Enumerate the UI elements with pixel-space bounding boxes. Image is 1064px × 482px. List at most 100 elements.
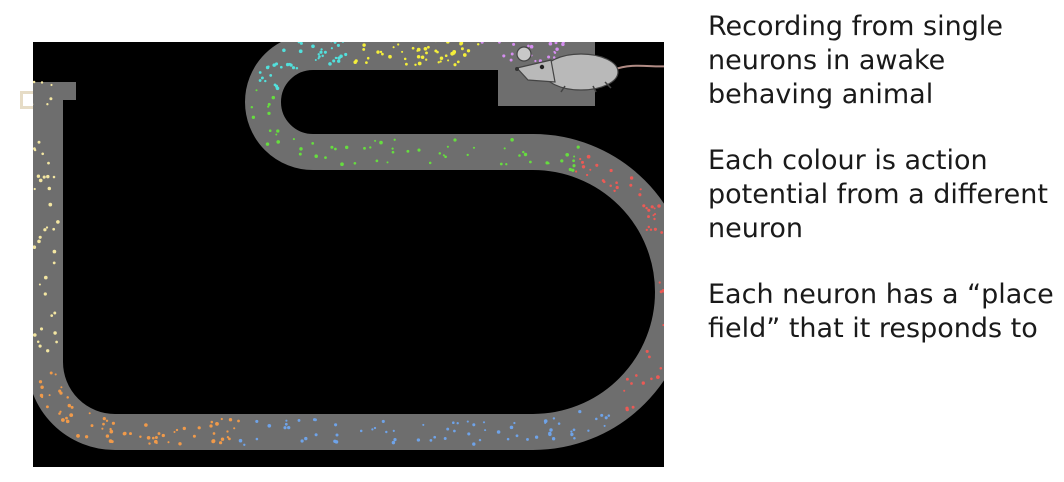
spike-dot-green: [523, 152, 528, 157]
spike-dot-blue: [334, 423, 338, 427]
spike-dot-yellow: [447, 59, 450, 62]
spike-dot-red: [645, 228, 648, 232]
spike-dot-red: [634, 374, 638, 377]
spike-dot-red: [660, 231, 664, 234]
spike-dot-cream: [52, 249, 57, 254]
spike-dot-green: [391, 150, 395, 154]
spike-dot-green: [565, 152, 570, 157]
spike-dot-red: [625, 377, 629, 381]
spike-dot-green: [547, 162, 550, 165]
spike-dot-cream: [46, 174, 50, 179]
spike-dot-yellow: [366, 56, 370, 60]
spike-dot-orange: [101, 427, 104, 430]
spike-dot-cyan: [317, 53, 320, 56]
spike-dot-green: [255, 89, 258, 92]
spike-dot-blue: [371, 428, 374, 431]
spike-dot-cyan: [328, 62, 332, 66]
spike-dot-blue: [551, 437, 556, 441]
spike-dot-cyan: [335, 57, 338, 59]
spike-dot-orange: [84, 435, 89, 439]
spike-dot-red: [648, 355, 651, 359]
spike-dot-cream: [52, 227, 56, 231]
spike-dot-cyan: [339, 54, 343, 58]
spike-dot-cream: [33, 333, 37, 337]
spike-dot-green: [379, 140, 383, 145]
spike-dot-cream: [33, 245, 37, 250]
spike-dot-cyan: [288, 62, 292, 66]
spike-dot-orange: [76, 434, 80, 438]
spike-dot-blue: [515, 434, 519, 438]
caption-paragraph-3: Each neuron has a “place field” that it …: [708, 279, 1054, 344]
spike-dot-orange: [39, 393, 44, 398]
spike-dot-green: [344, 145, 349, 150]
spike-dot-cream: [48, 202, 53, 207]
spike-dot-blue: [359, 429, 363, 433]
spike-dot-orange: [154, 436, 158, 439]
spike-dot-red: [609, 184, 612, 187]
spike-dot-orange: [182, 426, 186, 431]
spike-dot-blue: [238, 438, 243, 443]
spike-dot-blue: [416, 438, 421, 442]
spike-dot-cyan: [330, 47, 333, 50]
spike-dot-green: [299, 147, 303, 151]
spike-dot-red: [647, 215, 650, 219]
spike-dot-blue: [472, 442, 476, 446]
spike-dot-cream: [45, 226, 49, 229]
spike-dot-orange: [146, 435, 151, 440]
spike-dot-yellow: [439, 56, 444, 61]
left-edge-tab: [20, 91, 34, 109]
spike-dot-green: [311, 142, 315, 145]
spike-dot-blue: [467, 432, 471, 436]
spike-dot-red: [586, 154, 591, 159]
spike-dot-blue: [513, 421, 516, 425]
spike-dot-cyan: [314, 59, 317, 61]
spike-dots: [33, 42, 664, 446]
spike-dot-green: [334, 147, 337, 151]
spike-dot-blue: [466, 420, 469, 423]
spike-dot-orange: [49, 371, 53, 375]
spike-dot-orange: [66, 396, 69, 399]
spike-dot-cream: [43, 275, 48, 280]
spike-dot-blue: [433, 435, 437, 439]
spike-dot-magenta: [509, 58, 513, 62]
spike-dot-red: [623, 389, 626, 392]
spike-dot-green: [268, 129, 272, 133]
spike-dot-orange: [211, 439, 216, 443]
spike-dot-green: [446, 145, 449, 148]
spike-dot-magenta: [480, 42, 484, 44]
spike-dot-cream: [36, 174, 41, 178]
spike-dot-cyan: [320, 48, 323, 51]
spike-dot-green: [250, 105, 254, 109]
spike-dot-yellow: [397, 43, 400, 46]
spike-dot-orange: [38, 380, 43, 384]
spike-dot-cream: [36, 340, 40, 343]
spike-dot-orange: [237, 419, 240, 423]
spike-dot-green: [330, 145, 334, 149]
spike-dot-cyan: [264, 79, 267, 83]
spike-dot-cream: [55, 340, 58, 344]
spike-dot-cyan: [273, 83, 277, 87]
spike-dot-red: [630, 382, 633, 385]
spike-dot-orange: [102, 422, 105, 426]
spike-dot-orange: [212, 432, 216, 435]
spike-dot-orange: [90, 424, 94, 428]
spike-dot-orange: [153, 439, 158, 444]
spike-dot-green: [275, 133, 278, 136]
spike-dot-red: [613, 189, 616, 193]
spike-dot-blue: [496, 430, 501, 434]
spike-dot-red: [615, 185, 619, 190]
spike-dot-orange: [122, 432, 126, 436]
spike-dot-cyan: [344, 52, 348, 57]
spike-dot-cream: [33, 187, 36, 191]
spike-dot-yellow: [436, 50, 439, 54]
spike-dot-blue: [334, 440, 339, 444]
spike-dot-red: [629, 176, 634, 180]
spike-dot-red: [631, 405, 635, 409]
s-track: [33, 42, 664, 450]
spike-dot-orange: [139, 435, 142, 438]
spike-dot-orange: [109, 427, 112, 431]
spike-dot-green: [393, 138, 396, 141]
spike-dot-orange: [129, 432, 132, 436]
spike-dot-orange: [58, 389, 62, 393]
spike-dot-magenta: [527, 44, 530, 48]
